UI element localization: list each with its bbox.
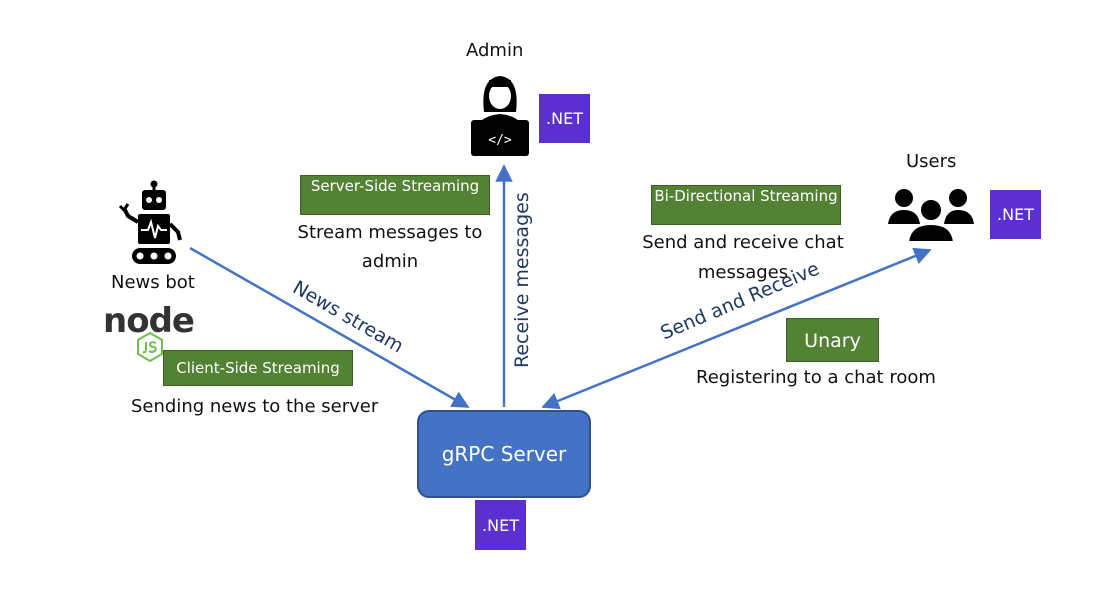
users-description: Send and receive chat messages (642, 232, 844, 283)
admin-label: Admin (466, 40, 524, 61)
admin-net-badge: .NET (539, 94, 590, 143)
users-net-badge: .NET (990, 190, 1041, 239)
client-side-streaming-badge: Client-Side Streaming (163, 350, 353, 386)
admin-description: Stream messages to admin (297, 222, 483, 272)
admin-coder-icon: </> (471, 76, 529, 156)
grpc-server-label: gRPC Server (441, 442, 567, 466)
server-side-streaming-badge: Server-Side Streaming (300, 175, 490, 215)
news-description: Sending news to the server (131, 396, 379, 417)
svg-text:</>: </> (488, 133, 512, 148)
nodejs-hexagon-icon (137, 332, 163, 362)
arrow-server-users-bidirectional (541, 247, 932, 410)
users-group-icon (888, 189, 974, 243)
nodejs-logo-icon: node (103, 302, 203, 362)
grpc-server-node: gRPC Server (417, 410, 591, 498)
server-net-badge: .NET (475, 500, 526, 550)
arrow-newsbot-to-server (189, 246, 470, 409)
register-description: Registering to a chat room (696, 367, 936, 388)
users-label: Users (906, 151, 957, 172)
robot-icon (118, 180, 182, 264)
news-bot-label: News bot (111, 272, 195, 293)
receive-messages-arrow-label: Receive messages (511, 192, 533, 368)
bi-directional-streaming-badge: Bi-Directional Streaming (651, 185, 841, 225)
unary-badge: Unary (786, 318, 879, 362)
